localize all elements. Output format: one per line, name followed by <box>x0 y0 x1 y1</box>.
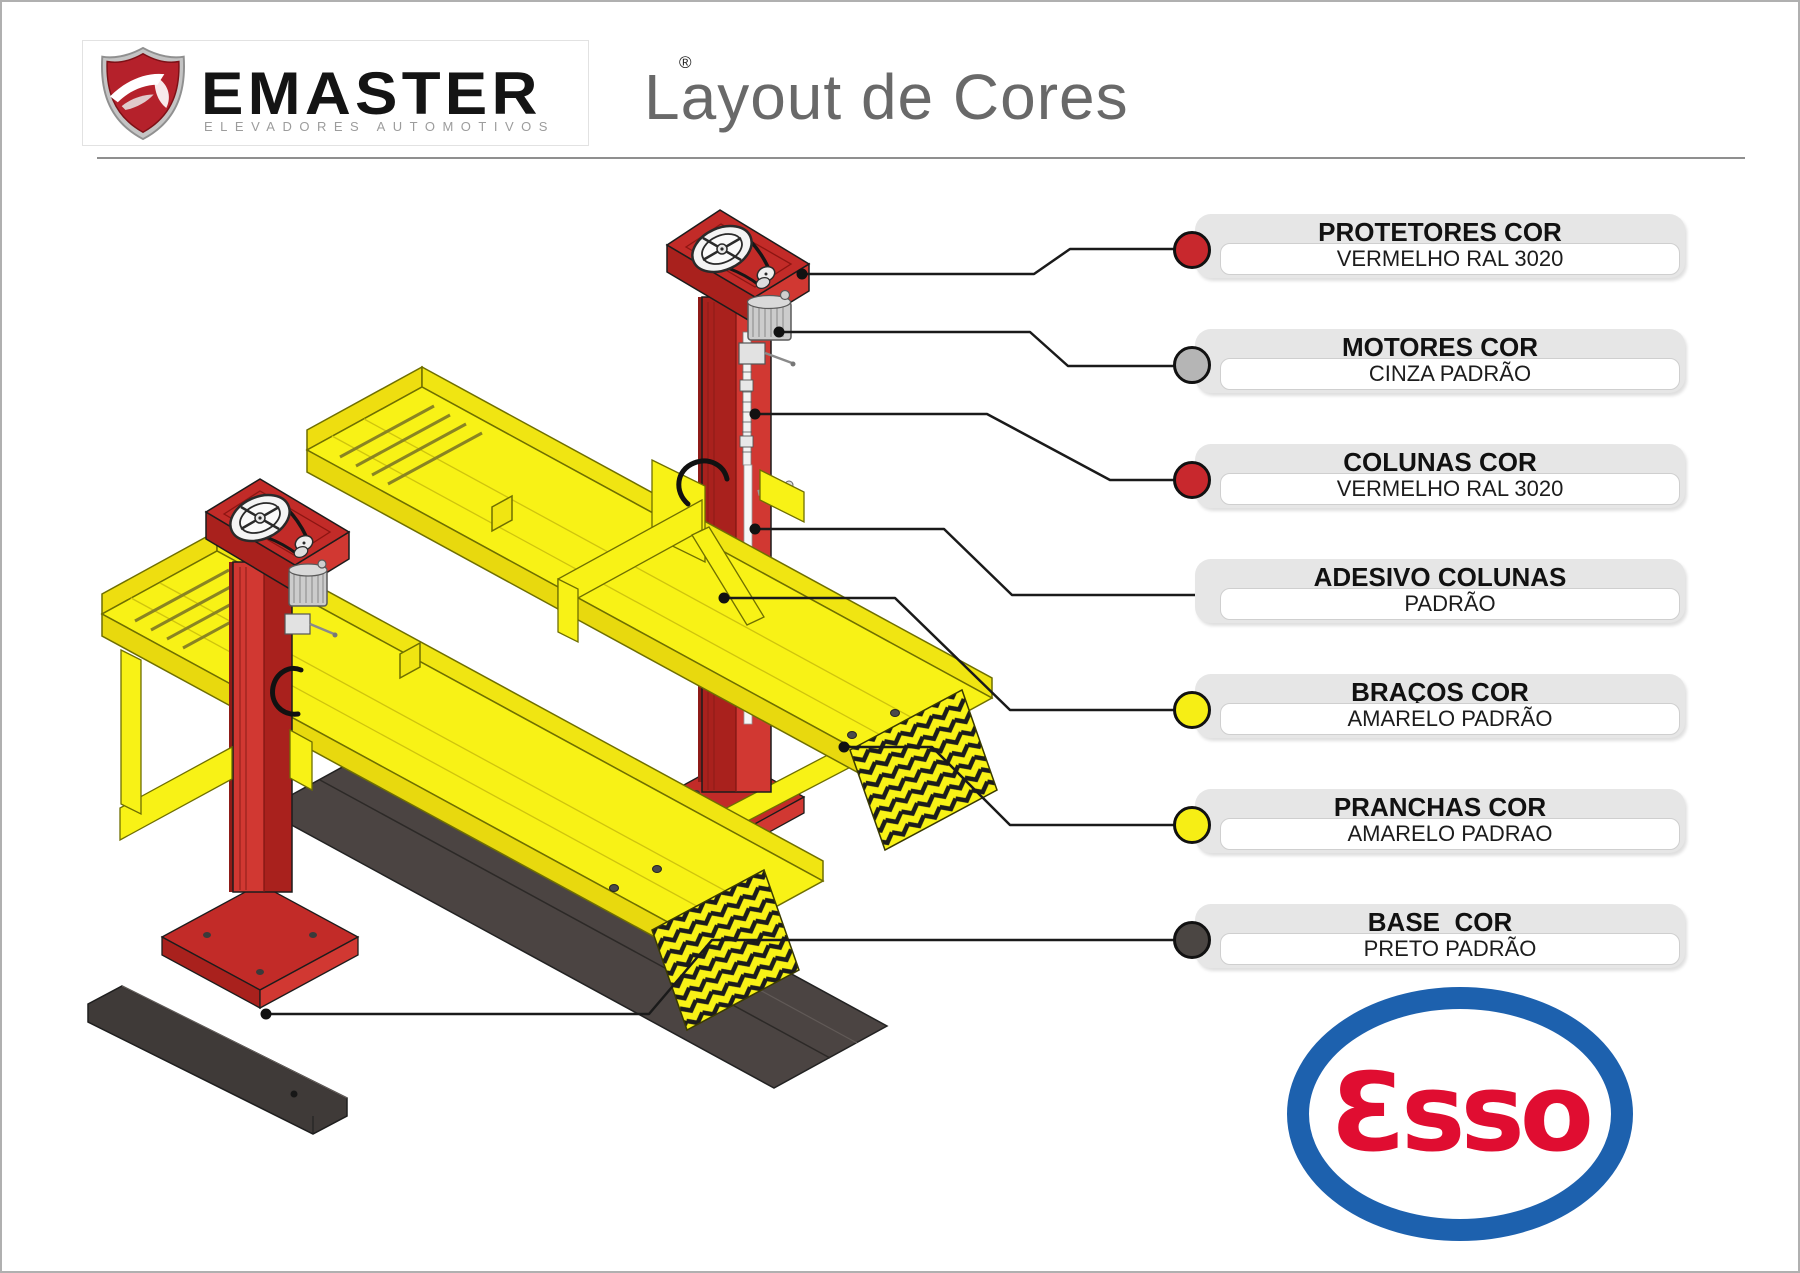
callout-subtitle: AMARELO PADRÃO <box>1347 706 1553 731</box>
callout-value-pill: CINZA PADRÃO <box>1220 358 1680 390</box>
leader-line-base <box>266 938 1175 1016</box>
color-swatch-bracos <box>1173 691 1211 729</box>
limit-switch <box>284 613 338 638</box>
header-divider <box>97 157 1745 159</box>
callout-motores: MOTORES COR CINZA PADRÃO <box>1195 329 1685 393</box>
callout-value-pill: VERMELHO RAL 3020 <box>1220 243 1680 275</box>
callout-adesivo: ADESIVO COLUNAS PADRÃO <box>1195 559 1685 623</box>
callout-subtitle: CINZA PADRÃO <box>1368 361 1532 386</box>
color-swatch-base <box>1173 921 1211 959</box>
floor-beam <box>87 985 348 1135</box>
callout-title: PROTETORES COR <box>1318 217 1562 247</box>
callout-pranchas: PRANCHAS COR AMARELO PADRAO <box>1195 789 1685 853</box>
pulley-wheel-icon <box>691 224 776 289</box>
callout-colunas: COLUNAS COR VERMELHO RAL 3020 <box>1195 444 1685 508</box>
callout-value-pill: VERMELHO RAL 3020 <box>1220 473 1680 505</box>
leader-lines <box>260 247 1198 1020</box>
safety-hook-icon <box>676 458 730 507</box>
page-title: Layout de Cores <box>644 61 1129 133</box>
left-column <box>204 478 351 893</box>
callout-subtitle: VERMELHO RAL 3020 <box>1336 476 1564 501</box>
callout-title: COLUNAS COR <box>1343 447 1537 477</box>
color-swatch-pranchas <box>1173 806 1211 844</box>
rhino-shield-icon <box>100 46 186 141</box>
ramp-back <box>849 688 998 852</box>
brand-name: EMASTER ® <box>201 53 692 128</box>
emaster-logo: EMASTER ® ELEVADORES AUTOMOTIVOS <box>82 40 692 146</box>
anchor-dot <box>260 1008 272 1020</box>
leader-line-adesivo <box>755 527 1198 597</box>
anchor-dot <box>749 408 761 420</box>
leader-line-colunas <box>755 412 1175 482</box>
callout-bracos: BRAÇOS COR AMARELO PADRÃO <box>1195 674 1685 738</box>
anchor-dot <box>749 523 761 535</box>
registered-mark: ® <box>679 53 692 72</box>
leader-line-protetores <box>802 247 1175 276</box>
callout-title: BRAÇOS COR <box>1351 677 1529 707</box>
color-swatch-motores <box>1173 346 1211 384</box>
leader-line-bracos <box>724 596 1175 712</box>
left-arm <box>119 648 313 842</box>
left-motor <box>288 559 328 607</box>
anchor-dot <box>838 741 850 753</box>
leader-line-motores <box>779 330 1175 368</box>
callout-title: MOTORES COR <box>1342 332 1538 362</box>
callout-subtitle: PRETO PADRÃO <box>1363 936 1537 961</box>
limit-switch <box>738 342 796 367</box>
callout-subtitle: PADRÃO <box>1404 591 1496 616</box>
callout-subtitle: AMARELO PADRAO <box>1347 821 1553 846</box>
anchor-dot <box>773 326 785 338</box>
callout-value-pill: AMARELO PADRÃO <box>1220 703 1680 735</box>
esso-logo: Ɛsso <box>1287 987 1633 1241</box>
callout-protetores: PROTETORES COR VERMELHO RAL 3020 <box>1195 214 1685 278</box>
esso-wordmark: Ɛsso <box>1331 1051 1590 1176</box>
callout-subtitle: VERMELHO RAL 3020 <box>1336 246 1564 271</box>
callout-value-pill: PADRÃO <box>1220 588 1680 620</box>
callout-value-pill: AMARELO PADRAO <box>1220 818 1680 850</box>
callout-value-pill: PRETO PADRÃO <box>1220 933 1680 965</box>
ramp-front <box>651 868 800 1032</box>
safety-hook-icon <box>270 666 304 717</box>
color-swatch-protetores <box>1173 231 1211 269</box>
callout-title: ADESIVO COLUNAS <box>1313 562 1567 592</box>
callout-base: BASE COR PRETO PADRÃO <box>1195 904 1685 968</box>
brand-text: EMASTER <box>201 60 542 127</box>
callout-title: BASE COR <box>1367 907 1513 937</box>
callout-title: PRANCHAS COR <box>1333 792 1547 822</box>
anchor-dot <box>718 592 730 604</box>
color-swatch-colunas <box>1173 461 1211 499</box>
right-arm <box>557 458 805 644</box>
pulley-wheel-icon <box>229 493 314 558</box>
leader-line-pranchas <box>844 745 1175 827</box>
left-base-plate <box>160 883 360 1010</box>
screw-rod <box>739 331 754 466</box>
brand-tagline: ELEVADORES AUTOMOTIVOS <box>204 119 555 134</box>
anchor-dot <box>796 268 808 280</box>
